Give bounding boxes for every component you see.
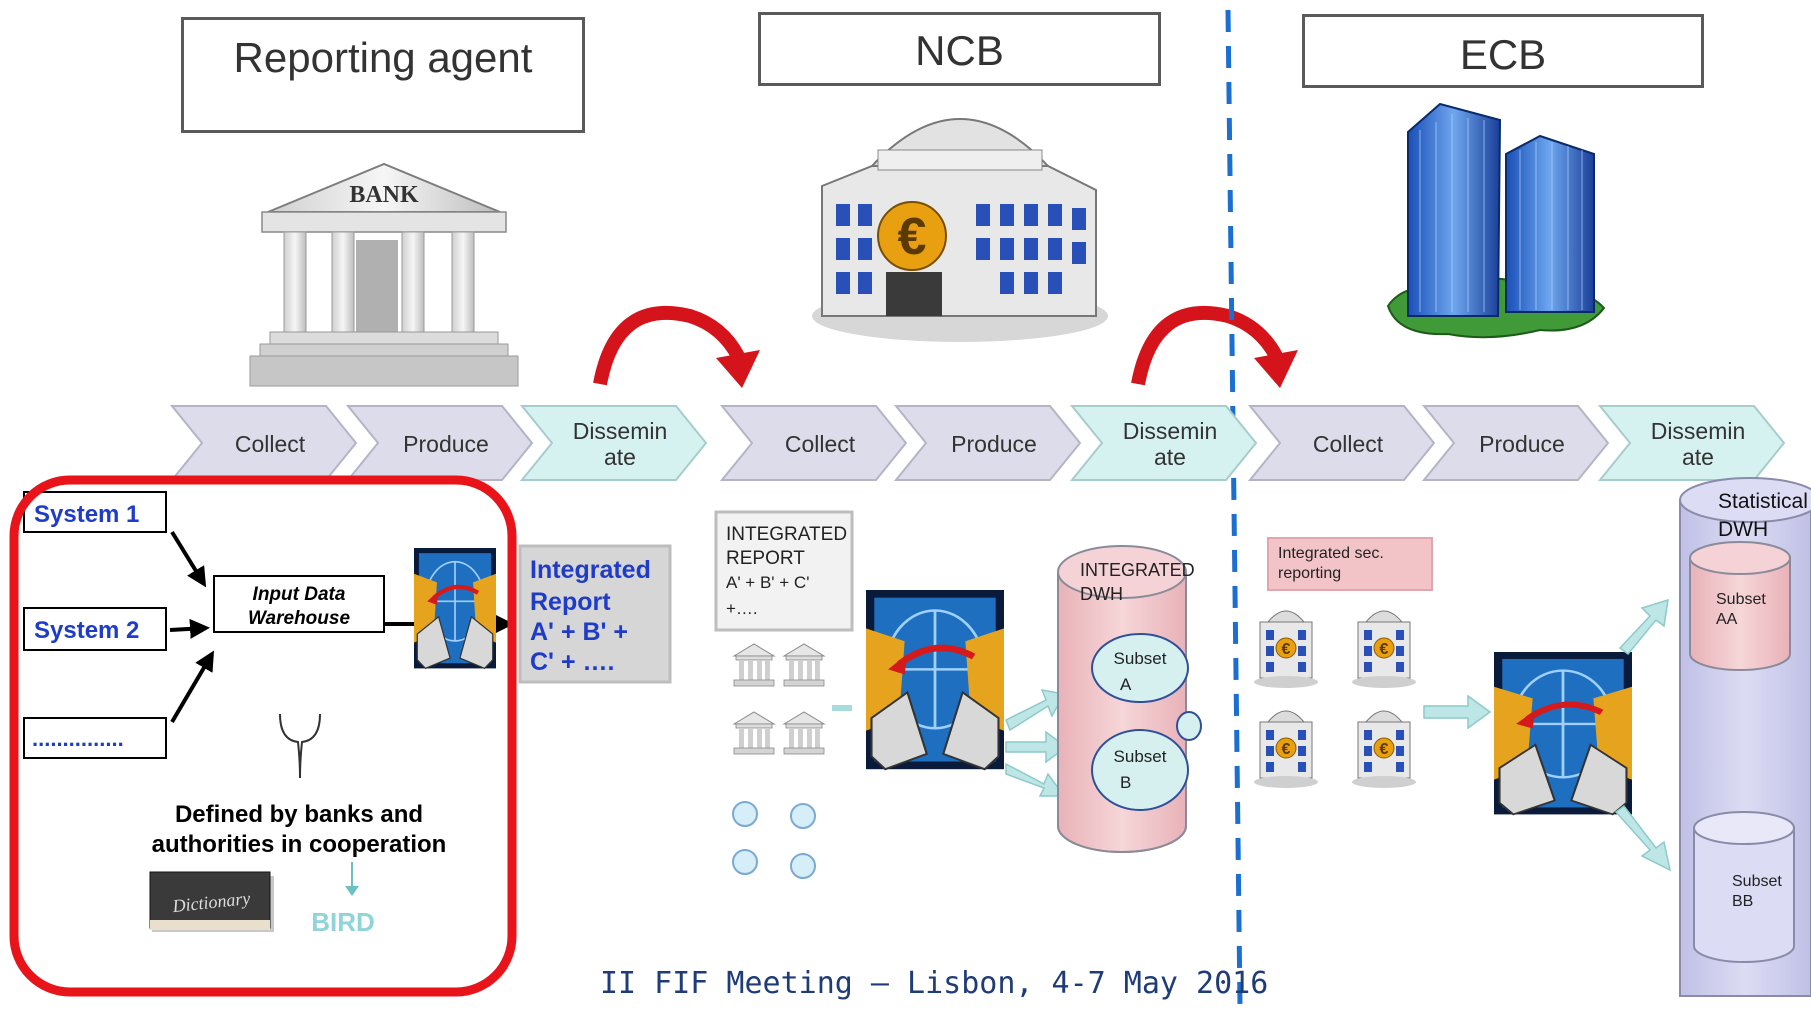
subset-aa-line-2: AA [1716,611,1738,628]
process-step-label: Produce [1479,431,1565,457]
subset-b-ellipse [1091,729,1189,811]
arrow-to-subset-bb [1614,804,1672,872]
system-1-label: System 1 [34,501,139,528]
process-step-label: Produce [403,431,489,457]
mini-bank-icons [733,643,825,755]
cyan-arrows-to-dwh [1005,689,1068,797]
process-step-label: Dissemin [573,418,668,444]
defined-line-1: Defined by banks and [175,801,423,828]
ecb-header: ECB [1302,14,1704,88]
reporting-agent-header-label: Reporting agent [233,34,533,81]
ecb-panel: Integrated sec. reporting Statistical DW… [1253,477,1811,997]
subset-aa-line-1: Subset [1716,591,1766,608]
subset-bb-line-1: Subset [1732,873,1782,890]
idw-line-1: Input Data [253,584,346,605]
red-curved-arrow-1-head [716,350,760,388]
process-step-label: Produce [951,431,1037,457]
process-chevron [1247,405,1436,481]
placeholder-circles [732,801,816,879]
red-curved-arrow-2-head [1254,350,1298,388]
subset-aa-cylinder [1689,541,1791,671]
integrated-sec-line-2: reporting [1278,565,1341,582]
subset-a-line-2: A [1120,675,1132,694]
subset-bb-cylinder [1693,811,1795,963]
stat-dwh-line-1: Statistical [1718,490,1808,513]
ncb-header: NCB [758,12,1161,86]
ra-report-line-3: A' + B' + [530,618,628,646]
idw-line-2: Warehouse [248,608,351,629]
ra-report-line-1: Integrated [530,556,651,584]
process-step-label-cont: ate [604,444,636,470]
reporting-agent-panel: System 1 System 2 ............... Input … [9,475,517,997]
process-chevron [719,405,908,481]
bird-label: BIRD [311,907,375,937]
ra-report-line-4: C' + …. [530,648,614,676]
ra-report-line-2: Report [530,588,611,616]
arrow-dots-to-idw [170,650,215,724]
process-step-label-cont: ate [1154,444,1186,470]
ncb-header-label: NCB [915,27,1004,74]
dictionary-book-icon: Dictionary [149,871,274,932]
data-exchange-icon-3 [1494,652,1632,814]
ncb-report-line-3: A' + B' + C' [726,573,809,592]
subset-small-ellipse [1176,711,1202,741]
process-step-label: Collect [1313,431,1384,457]
process-step-label: Collect [235,431,306,457]
arrow-system2-to-idw [169,618,210,639]
ncb-dwh-line-1: INTEGRATED [1080,560,1195,580]
red-curved-arrow-1 [593,305,745,386]
process-chevron [519,405,708,481]
subset-a-ellipse [1091,633,1189,703]
bank-building-icon: BANK [249,162,519,387]
process-chevron [345,405,534,481]
process-step-label: Collect [785,431,856,457]
ecb-header-label: ECB [1459,31,1547,78]
subset-a-line-1: Subset [1114,649,1167,668]
red-curved-arrow-2 [1131,305,1283,386]
bank-sign-text: BANK [349,182,419,208]
reporting-agent-header: Reporting agent [181,17,585,133]
mini-ncb-icons [1253,610,1417,789]
integrated-report-box: Integrated Report A' + B' + C' + …. [518,544,672,684]
ncb-report-line-1: INTEGRATED [726,524,847,545]
process-chevron [1421,405,1610,481]
integrated-sec-reporting-box [1267,537,1433,591]
ncb-panel: INTEGRATED REPORT A' + B' + C' +…. INTEG… [714,510,1202,879]
input-data-warehouse-box [213,575,385,633]
data-exchange-icon-1 [414,548,496,668]
footer-meeting-caption: II FIF Meeting – Lisbon, 4-7 May 2016 [600,966,1269,1001]
ncb-ecb-divider [1225,9,1243,1006]
data-exchange-icon-2 [866,590,1004,769]
defined-line-2: authorities in cooperation [152,831,447,858]
arrow-to-subset-aa [1618,598,1669,656]
integrated-sec-line-1: Integrated sec. [1278,545,1384,562]
ncb-integrated-report-box [714,510,854,632]
ncb-building-icon: € [812,118,1108,342]
system-2-label: System 2 [34,617,139,644]
subset-bb-line-2: BB [1732,893,1753,910]
arrow-system1-to-idw [170,530,207,588]
reporting-agent-highlight [9,475,517,997]
arrow-to-ecb-exchange [1423,694,1492,730]
process-step-label: Dissemin [1651,418,1746,444]
process-step-label-cont: ate [1682,444,1714,470]
stat-dwh-line-2: DWH [1718,518,1768,541]
subset-b-line-1: Subset [1114,747,1167,766]
ncb-dwh-line-2: DWH [1080,584,1123,604]
process-chevron [893,405,1082,481]
svg-text:€: € [898,208,927,266]
ecb-towers-icon [1386,102,1606,339]
process-chevron [1069,405,1258,481]
brace-icon [279,713,321,779]
arrow-to-bird-head [345,886,359,896]
ncb-report-line-4: +…. [726,599,758,618]
process-step-label: Dissemin [1123,418,1218,444]
subset-b-line-2: B [1120,773,1131,792]
more-systems-dots: ............... [32,726,124,751]
ncb-report-line-2: REPORT [726,548,805,569]
